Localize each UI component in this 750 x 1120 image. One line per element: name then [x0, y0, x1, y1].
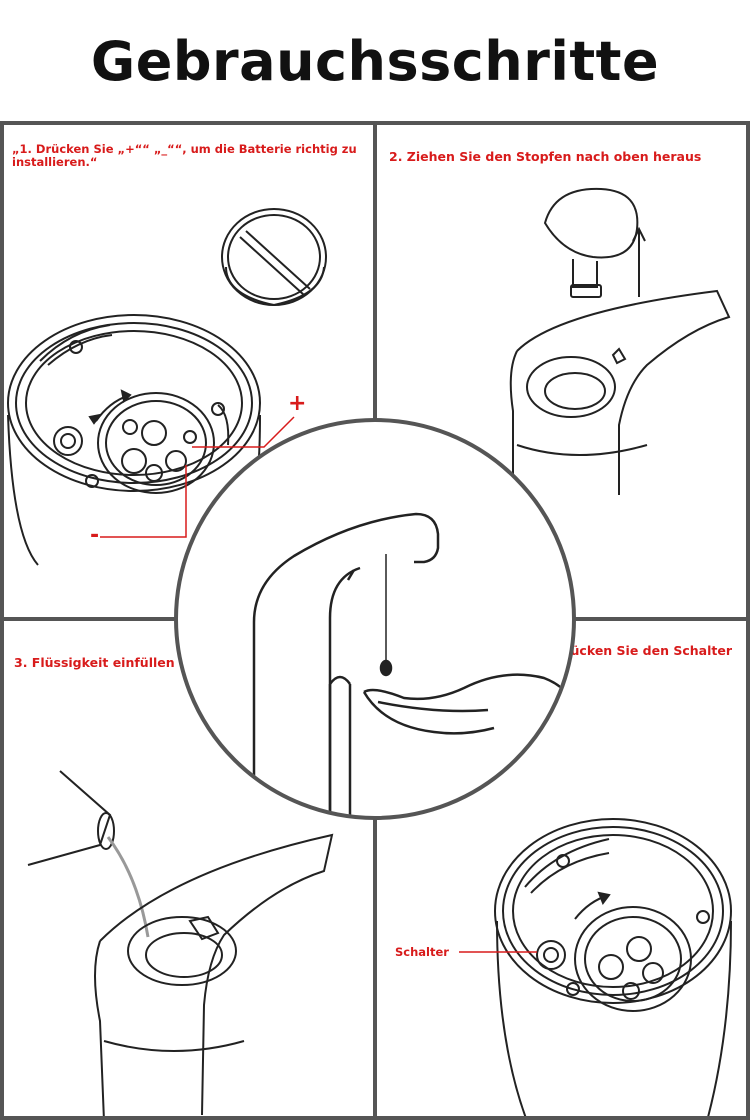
switch-illustration	[459, 818, 732, 1116]
center-circle-illustration	[174, 418, 576, 820]
step-1-caption: „1. Drücken Sie „+““ „_““, um die Batter…	[12, 142, 357, 169]
minus-marker: -	[90, 523, 100, 548]
plus-marker: +	[288, 391, 307, 416]
filling-illustration	[27, 770, 334, 1116]
page-title: Gebrauchsschritte	[90, 30, 660, 93]
stopper-illustration	[509, 187, 731, 511]
step-4-caption: 4.Drücken Sie den Schalter	[540, 643, 732, 658]
step-3-caption: 3. Flüssigkeit einfüllen	[14, 655, 175, 670]
hand-dispenser-illustration	[252, 512, 572, 816]
switch-label: Schalter	[395, 945, 449, 959]
power-button-icon	[536, 940, 566, 970]
step-2-caption: 2. Ziehen Sie den Stopfen nach oben hera…	[389, 149, 702, 164]
step-1-panel: „1. Drücken Sie „+““ „_““, um die Batter…	[0, 121, 377, 621]
battery-compartment-illustration	[7, 208, 327, 566]
